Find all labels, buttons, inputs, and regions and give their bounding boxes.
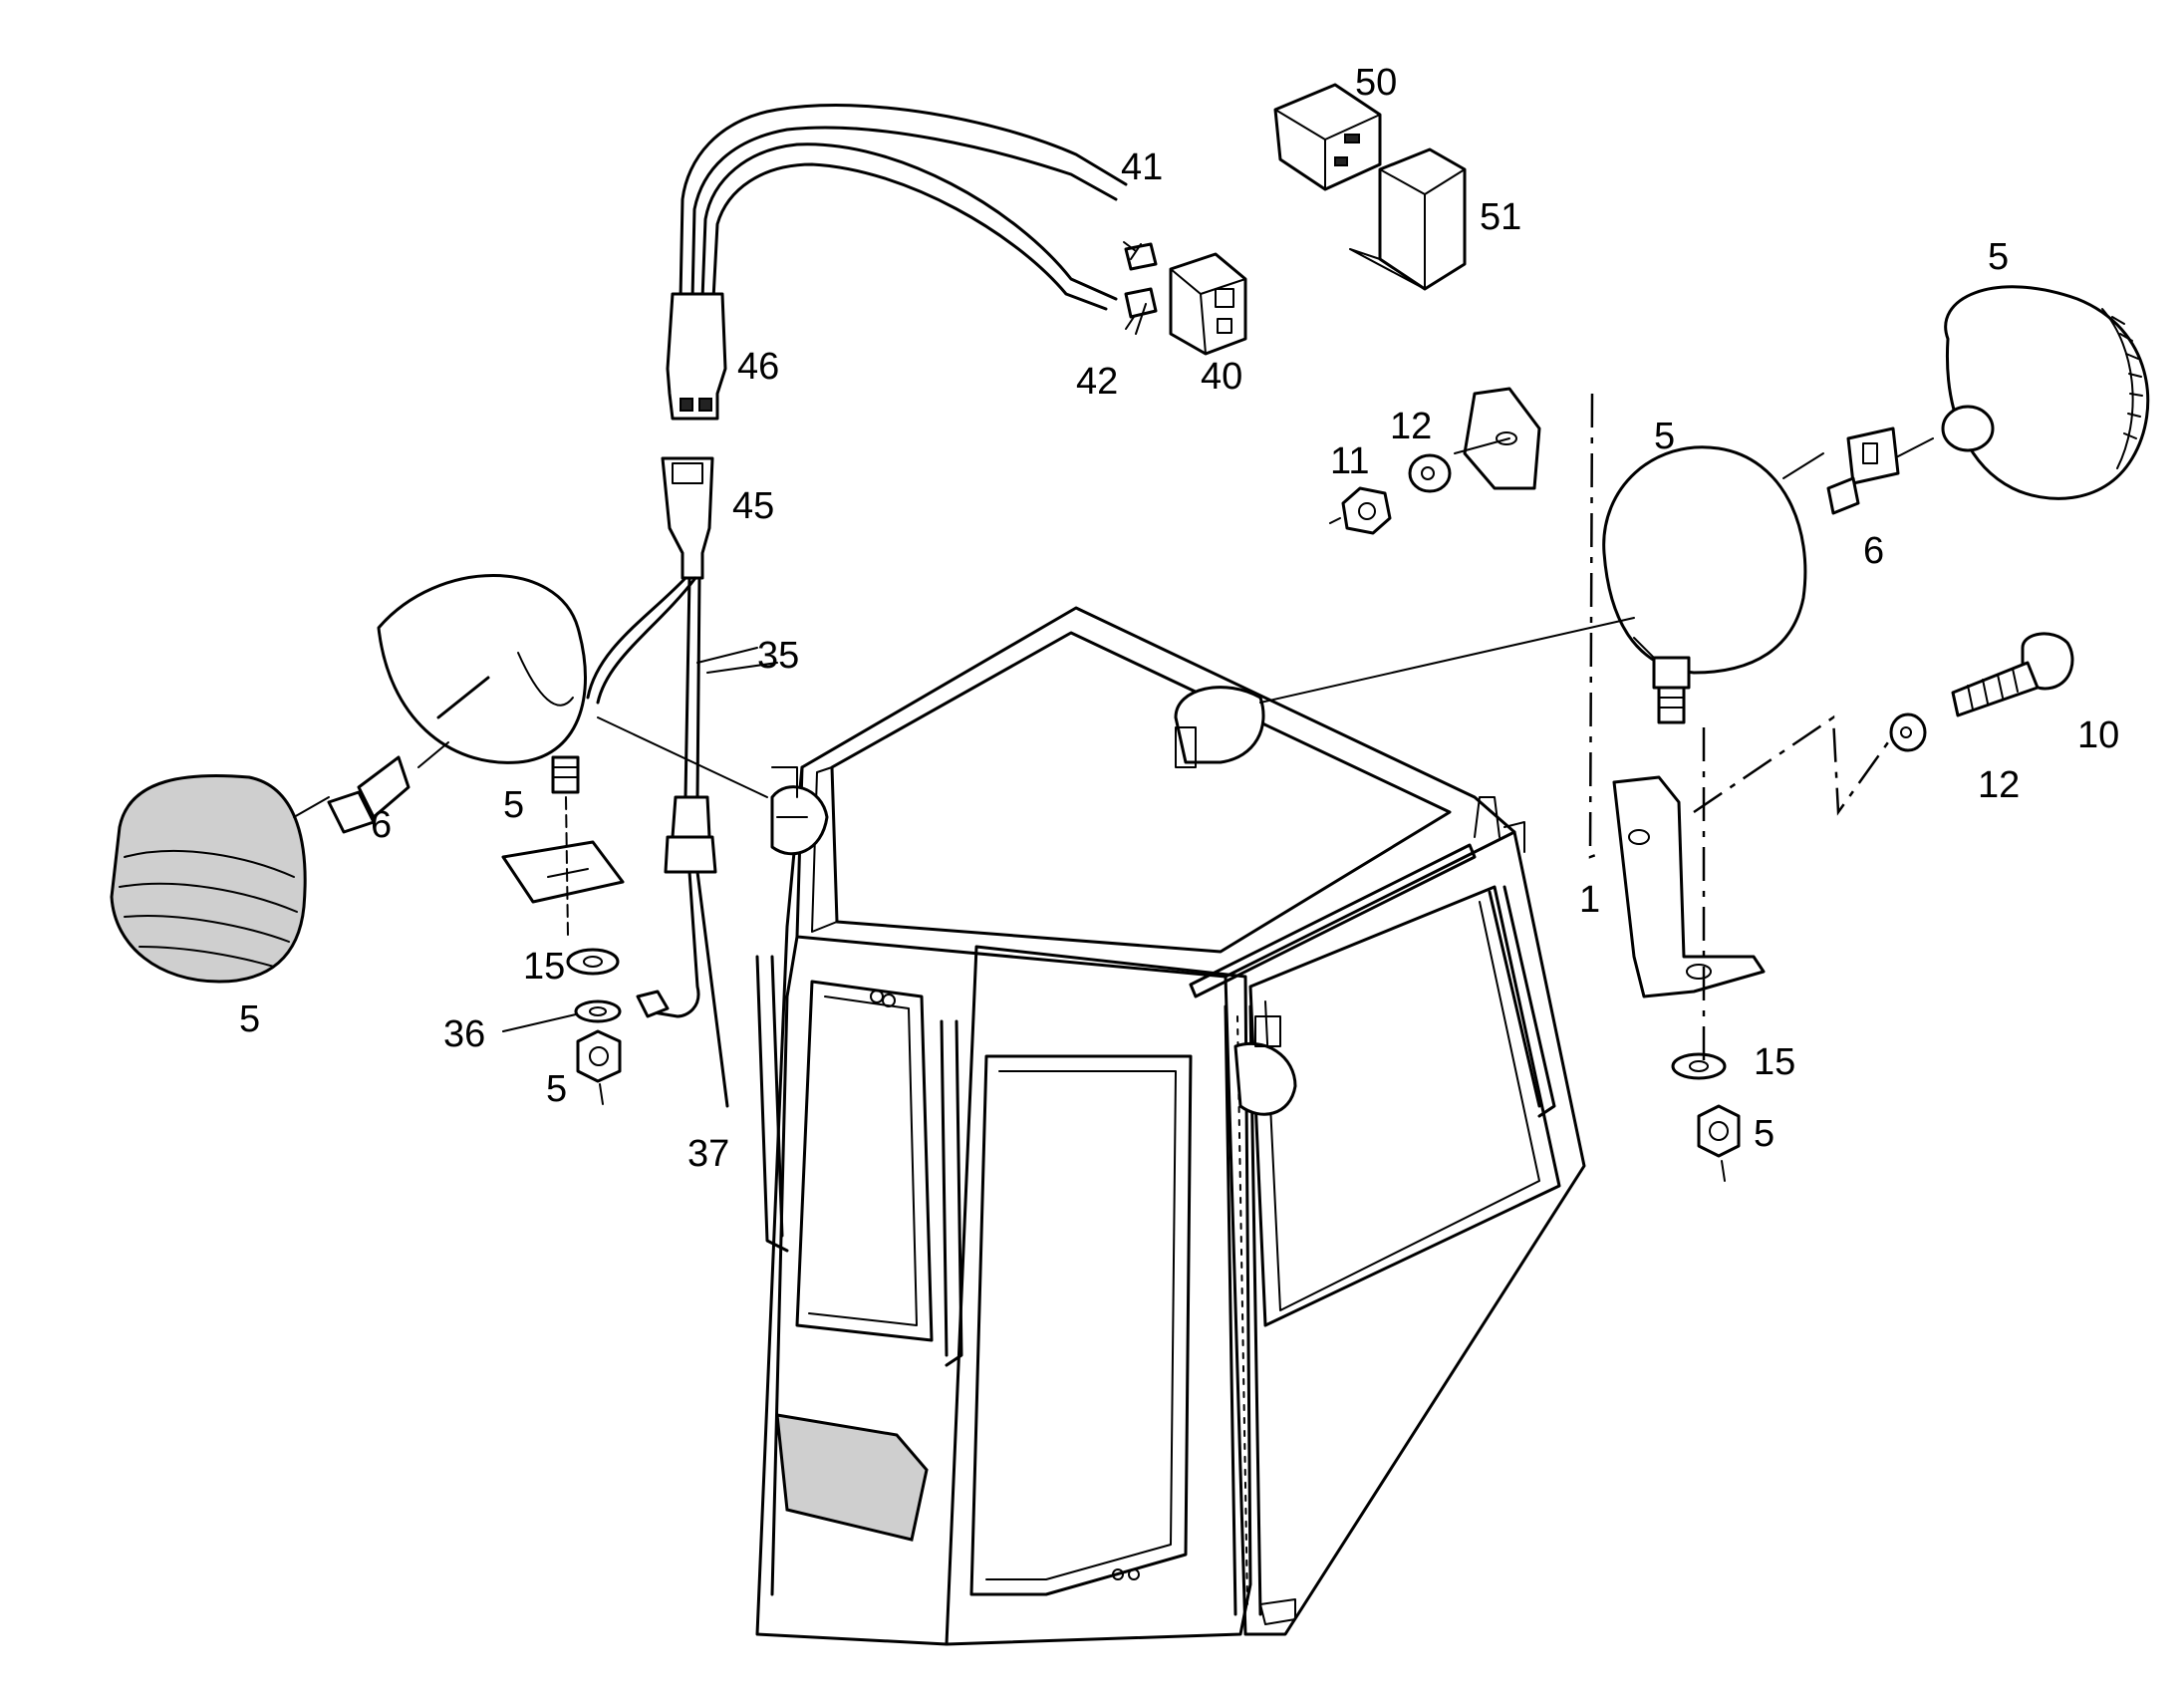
wiring-harness-46 xyxy=(666,104,1158,421)
label-5-right-nut: 5 xyxy=(1754,1113,1774,1155)
left-lamp-assembly xyxy=(110,574,625,1105)
connector-block-40 xyxy=(1169,252,1247,356)
label-12-right: 12 xyxy=(1978,764,2020,806)
label-40: 40 xyxy=(1201,356,1242,398)
label-15-left: 15 xyxy=(523,946,565,988)
label-5-right-housing: 5 xyxy=(1654,416,1675,457)
label-5-left-nut: 5 xyxy=(546,1068,567,1110)
label-36: 36 xyxy=(443,1013,485,1055)
operator-cab xyxy=(755,606,1586,1646)
label-1: 1 xyxy=(1579,879,1600,921)
label-5-left-lens: 5 xyxy=(239,998,260,1040)
callout-labels: 50 51 41 42 40 46 45 35 37 36 5 5 5 5 5 … xyxy=(239,62,2119,1175)
wiring-harness-45 xyxy=(586,456,758,1108)
label-15-right: 15 xyxy=(1754,1041,1795,1083)
label-5-left-housing: 5 xyxy=(503,784,524,826)
label-12-top: 12 xyxy=(1390,406,1432,447)
label-35: 35 xyxy=(757,635,799,677)
label-45: 45 xyxy=(732,485,774,527)
label-41: 41 xyxy=(1121,146,1163,188)
label-6-right: 6 xyxy=(1863,530,1884,572)
label-10: 10 xyxy=(2077,714,2119,756)
label-50: 50 xyxy=(1355,62,1397,104)
right-lamp-assembly xyxy=(1329,285,2150,1182)
label-46: 46 xyxy=(737,346,779,388)
label-51: 51 xyxy=(1480,196,1521,238)
label-42: 42 xyxy=(1076,361,1118,403)
relay-bracket-51 xyxy=(1349,147,1467,291)
label-37: 37 xyxy=(687,1133,729,1175)
label-11: 11 xyxy=(1330,440,1369,482)
label-6-left: 6 xyxy=(371,804,392,846)
label-5-right-lens: 5 xyxy=(1988,236,2009,278)
leader-lines xyxy=(293,241,1934,1032)
relay-50 xyxy=(1273,83,1382,191)
